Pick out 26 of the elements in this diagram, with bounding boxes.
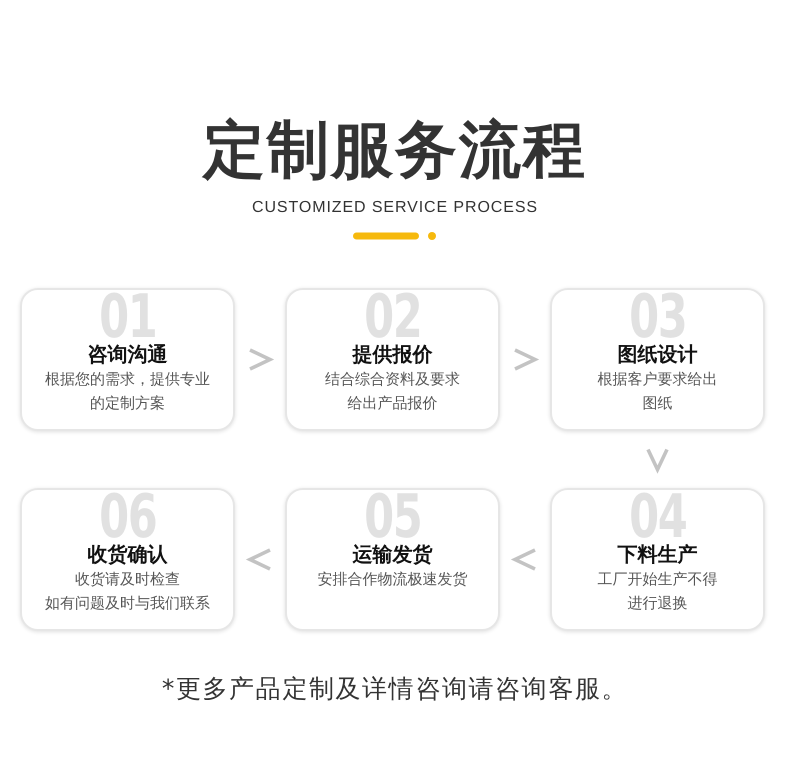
step-title: 提供报价 <box>352 342 432 366</box>
step-title: 咨询沟通 <box>88 342 168 366</box>
step-description: 收货请及时检查如有问题及时与我们联系 <box>45 570 210 612</box>
chevron-arrow <box>646 448 669 474</box>
step-title: 下料生产 <box>618 542 698 566</box>
step-title: 运输发货 <box>352 542 432 566</box>
subtitle: CUSTOMIZED SERVICE PROCESS <box>252 199 538 216</box>
step-description: 根据客户要求给出图纸 <box>598 370 718 412</box>
process-card <box>20 488 235 631</box>
process-card <box>285 288 500 431</box>
step-title: 图纸设计 <box>618 342 698 366</box>
step-title: 收货确认 <box>88 542 168 566</box>
chevron-arrow <box>246 548 271 571</box>
step-description: 根据您的需求，提供专业的定制方案 <box>45 370 210 412</box>
process-card <box>285 488 500 631</box>
step-description: 工厂开始生产不得进行退换 <box>598 570 718 612</box>
footnote: *更多产品定制及详情咨询请咨询客服。 <box>162 674 628 703</box>
step-description: 安排合作物流极速发货 <box>318 570 468 588</box>
process-card <box>550 488 765 631</box>
chevron-arrow <box>510 548 536 571</box>
chevron-arrow <box>249 348 274 371</box>
chevron-arrow <box>514 348 540 371</box>
process-card <box>550 288 765 431</box>
step-description: 结合综合资料及要求给出产品报价 <box>325 370 460 412</box>
process-card <box>20 288 235 431</box>
title: 定制服务流程 <box>203 113 587 186</box>
